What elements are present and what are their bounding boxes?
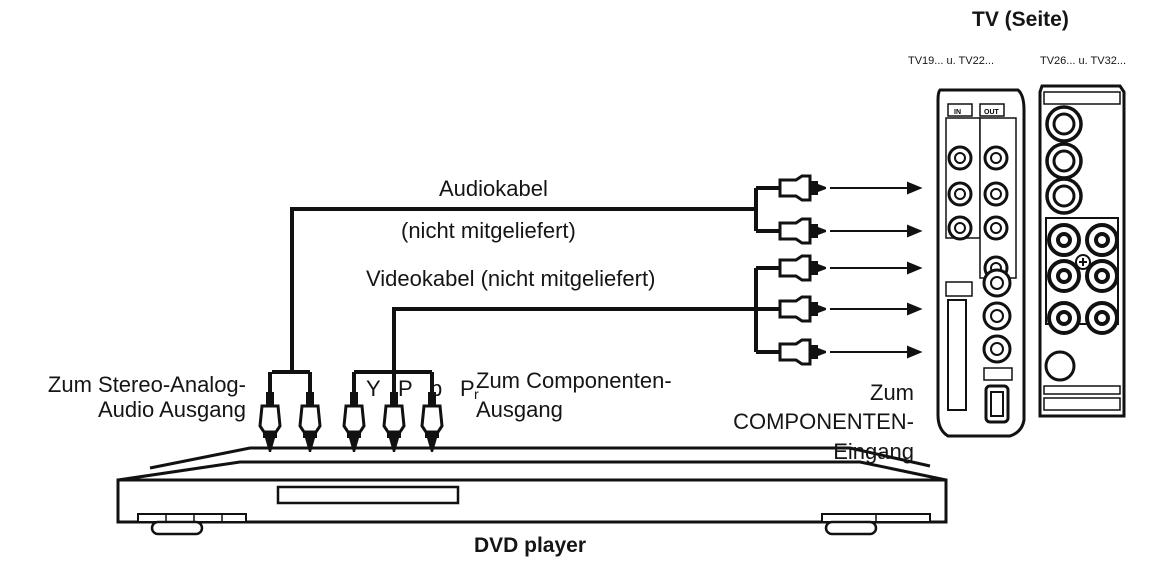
audio-not-included-label: (nicht mitgeliefert) xyxy=(401,218,576,243)
dvd-player xyxy=(116,446,948,536)
dvd-component-plugs xyxy=(342,390,444,454)
component-pb-label-p: P xyxy=(398,376,413,401)
component-input-line1: Zum xyxy=(870,380,914,405)
component-pr-label-r: r xyxy=(474,386,479,402)
signal-arrows xyxy=(830,181,923,359)
component-y-label: Y xyxy=(366,376,381,401)
tv-model-large-label: TV26... u. TV32... xyxy=(1040,55,1127,67)
component-output-label: Zum Componenten- Ausgang xyxy=(476,368,672,423)
tv-model-small-label: TV19... u. TV22... xyxy=(908,55,995,67)
component-pr-label-p: P xyxy=(460,376,475,401)
svg-text:OUT: OUT xyxy=(984,109,1000,116)
dvd-audio-plugs xyxy=(258,390,322,454)
svg-text:IN: IN xyxy=(954,109,961,116)
component-pb-label-b: b xyxy=(430,376,443,401)
tv-title: TV (Seite) xyxy=(972,8,1069,31)
audio-cable-label: Audiokabel xyxy=(439,176,548,201)
component-output-line2: Ausgang xyxy=(476,397,563,423)
stereo-output-line1: Zum Stereo-Analog- xyxy=(47,372,246,397)
dvd-player-label: DVD player xyxy=(473,534,587,557)
video-cable xyxy=(352,266,780,392)
stereo-output-label: Zum Stereo-Analog- Audio Ausgang xyxy=(6,372,246,423)
component-input-label: Zum COMPONENTEN- Eingang xyxy=(680,380,914,464)
video-cable-label: Videokabel (nicht mitgeliefert) xyxy=(366,266,656,291)
stereo-output-line2: Audio Ausgang xyxy=(97,397,246,423)
component-input-line2: COMPONENTEN- xyxy=(733,409,914,435)
component-output-line1: Zum Componenten- xyxy=(476,368,672,393)
component-input-line3: Eingang xyxy=(833,438,914,464)
tv-side-plugs xyxy=(778,174,828,366)
dvd-disc-slot xyxy=(276,485,460,505)
audio-cable xyxy=(268,186,780,392)
tv-panel-large xyxy=(1038,84,1126,418)
tv-panel-small: IN OUT xyxy=(936,88,1026,438)
